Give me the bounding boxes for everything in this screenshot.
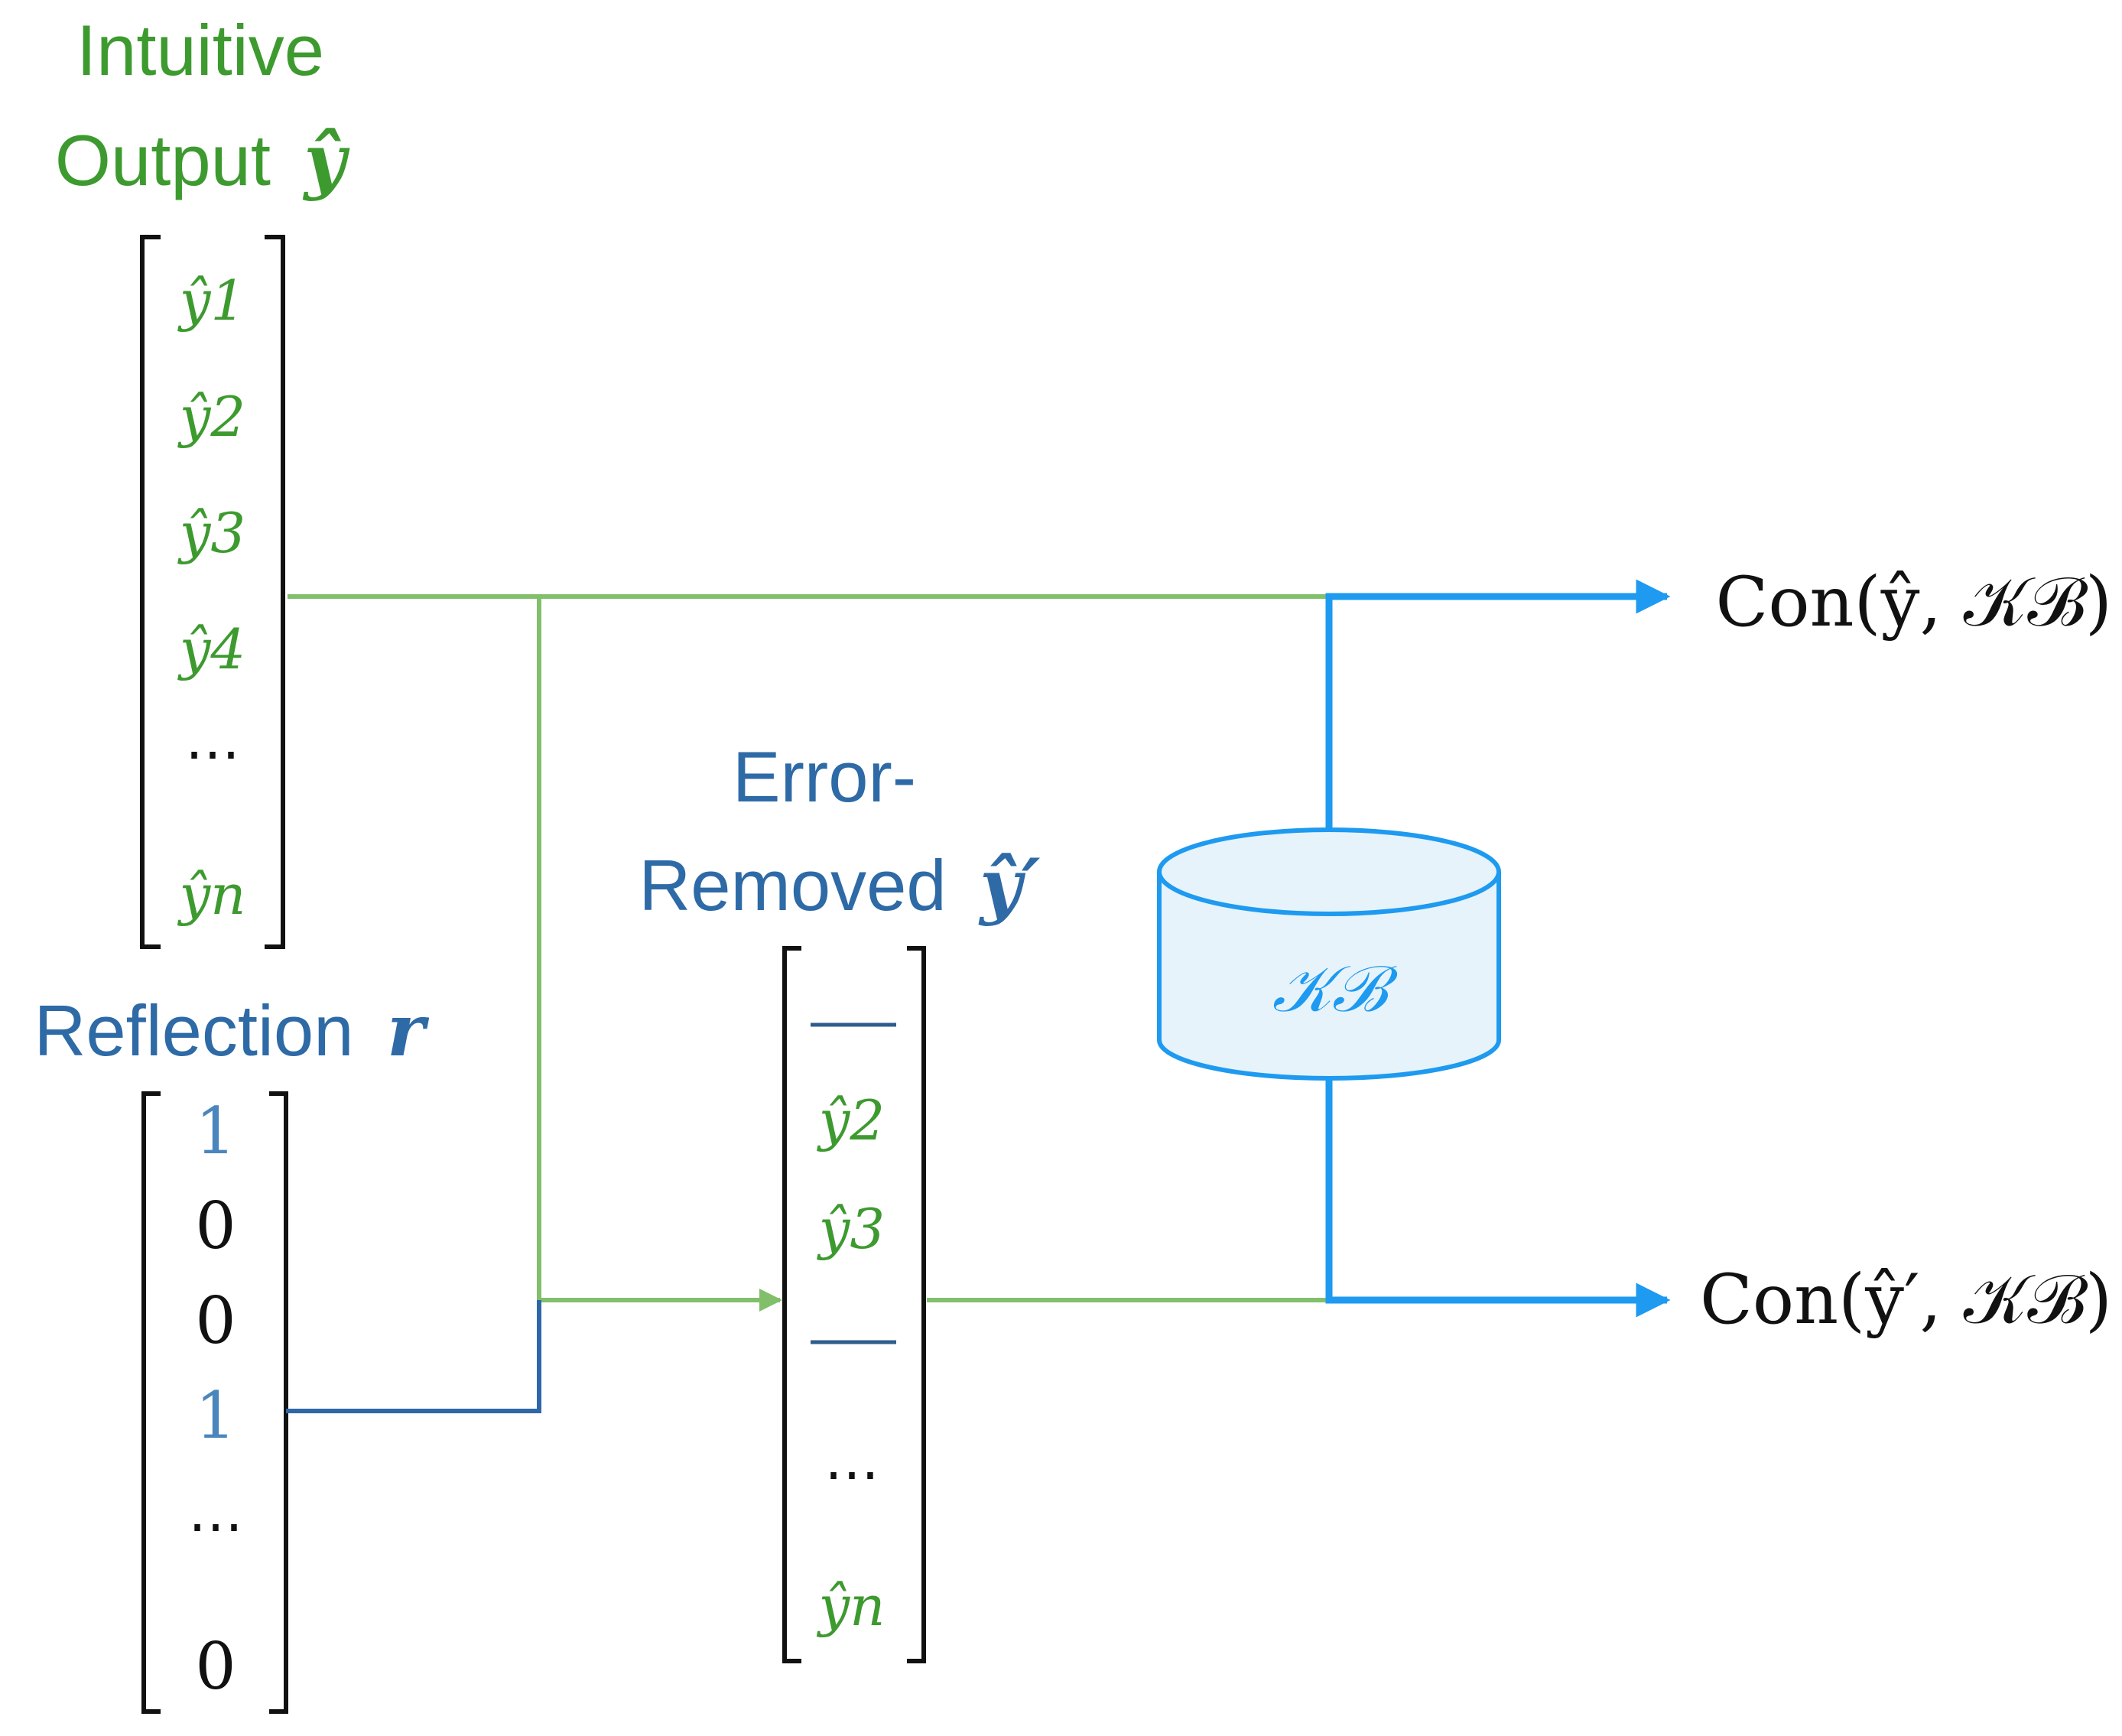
error-removed-entry-n: ŷn — [816, 1574, 885, 1638]
intuitive-entry-3: ŷ3 — [177, 501, 245, 565]
intuitive-left-bracket — [140, 235, 161, 949]
intuitive-output-title-line2: Output ŷ — [55, 119, 350, 203]
intuitive-entry-4: ŷ4 — [177, 617, 245, 681]
reflection-entry-2: 0 — [195, 1188, 236, 1263]
reflection-connector-line — [286, 1300, 541, 1413]
reflection-entry-n: 0 — [195, 1629, 236, 1704]
intuitive-output-symbol: ŷ — [303, 119, 350, 203]
error-removed-entry-3: ŷ3 — [817, 1197, 885, 1261]
reflection-entry-1: 1 — [195, 1094, 236, 1169]
kb-database-icon: 𝒦ℬ — [1157, 827, 1501, 1081]
kb-cylinder-top — [1157, 827, 1501, 916]
reflection-entry-3: 0 — [195, 1283, 236, 1358]
reflection-title: Reflection r — [34, 989, 430, 1073]
reflection-symbol: r — [387, 989, 430, 1073]
intuitive-output-group: Intuitive Output ŷ ŷ1 ŷ2 ŷ3 ŷ4 ⋯ ŷn — [55, 10, 350, 949]
kb-top-connector — [1325, 579, 1671, 830]
reflection-entry-4: 1 — [195, 1378, 236, 1453]
intuitive-to-error-removed-line — [537, 597, 782, 1312]
error-removed-entry-ellipsis: ⋯ — [824, 1442, 879, 1506]
kb-bottom-connector — [1325, 1078, 1671, 1318]
intuitive-entry-2: ŷ2 — [177, 385, 245, 449]
error-removed-group: Error- Removed ŷ′ ŷ2 ŷ3 ⋯ ŷn — [639, 736, 1041, 1663]
intuitive-entry-1: ŷ1 — [177, 268, 245, 333]
intuitive-right-bracket — [265, 235, 285, 949]
intuitive-output-label: Output — [55, 120, 271, 200]
error-removed-label: Removed — [639, 845, 946, 925]
error-removed-symbol: ŷ′ — [978, 844, 1041, 928]
kb-label: 𝒦ℬ — [1272, 951, 1399, 1026]
reflection-entry-ellipsis: ⋯ — [188, 1494, 243, 1558]
reflection-group: Reflection r 1 0 0 1 ⋯ 0 — [34, 989, 430, 1714]
intuitive-output-title-line1: Intuitive — [76, 10, 324, 90]
kb-cylinder-body — [1157, 872, 1501, 1081]
error-removed-left-bracket — [782, 946, 801, 1663]
output-consistency-error-removed: Con(ŷ′, 𝒦ℬ) — [1700, 1260, 2112, 1340]
error-removed-right-bracket — [907, 946, 926, 1663]
reflection-label: Reflection — [34, 990, 353, 1071]
intuitive-entry-n: ŷn — [177, 863, 245, 927]
error-removed-title-line2: Removed ŷ′ — [639, 844, 1040, 928]
intuitive-entry-ellipsis: ⋯ — [185, 721, 240, 785]
output-consistency-original: Con(ŷ, 𝒦ℬ) — [1715, 562, 2112, 642]
reflection-right-bracket — [269, 1091, 288, 1714]
error-removed-entry-2: ŷ2 — [817, 1088, 885, 1152]
reflection-left-bracket — [141, 1091, 161, 1714]
error-removed-title-line1: Error- — [733, 736, 916, 817]
